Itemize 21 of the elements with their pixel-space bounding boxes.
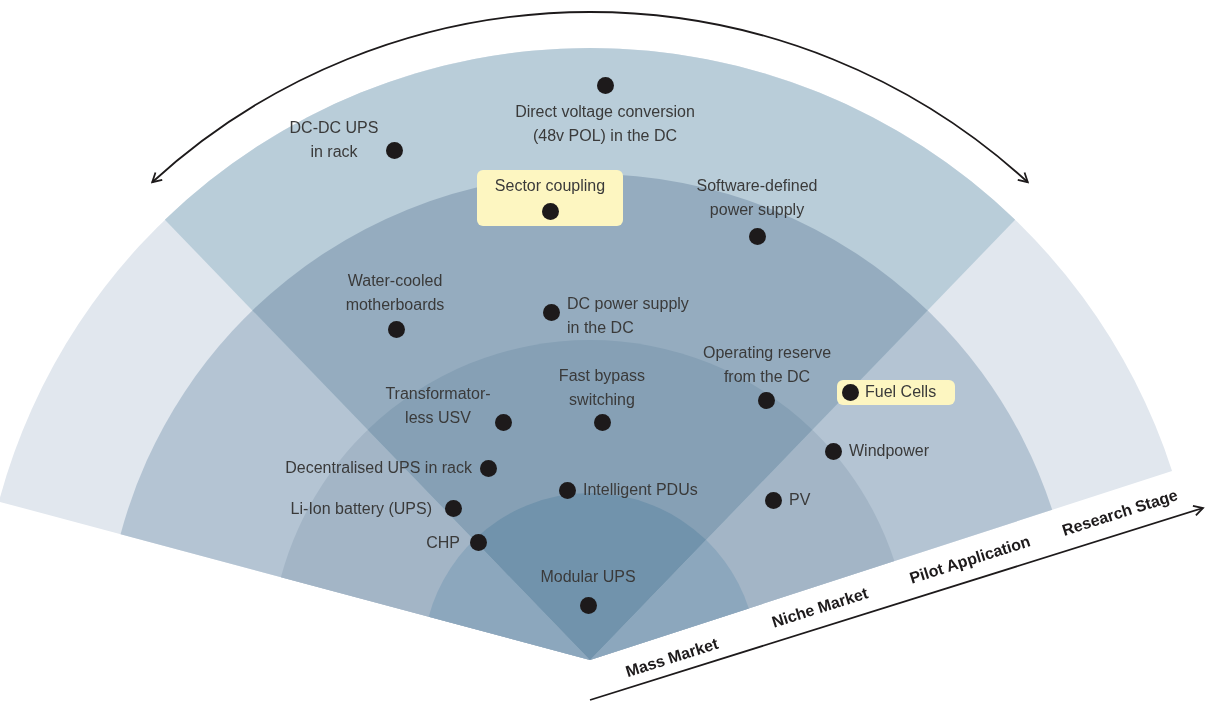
item-label: Software-defined power supply (695, 176, 819, 220)
item-label: Intelligent PDUs (583, 480, 699, 500)
axis-label: Mass Market (623, 634, 721, 682)
highlight-box (837, 380, 955, 405)
item-label: Li-Ion battery (UPS) (289, 499, 432, 519)
item-label: CHP (425, 533, 460, 553)
axis-label: Niche Market (769, 584, 871, 632)
item-label: PV (789, 490, 812, 510)
item-label: Decentralised UPS in rack (284, 458, 472, 478)
item-label: DC power supply in the DC (567, 294, 690, 338)
item-label: Fuel Cells (865, 382, 937, 402)
item-label: Direct voltage conversion (48v POL) in the DC (514, 102, 696, 146)
item-label: Fast bypass switching (557, 366, 647, 410)
item-label: Modular UPS (539, 567, 637, 587)
item-label: Transformator-less USV (384, 384, 492, 428)
highlight-box (477, 170, 623, 226)
item-label: Sector coupling (493, 176, 607, 196)
item-label: Windpower (849, 441, 931, 461)
item-label: Operating reserve from the DC (701, 343, 833, 387)
item-label: DC-DC UPS in rack (288, 118, 380, 162)
item-label: Water-cooled motherboards (344, 271, 446, 315)
